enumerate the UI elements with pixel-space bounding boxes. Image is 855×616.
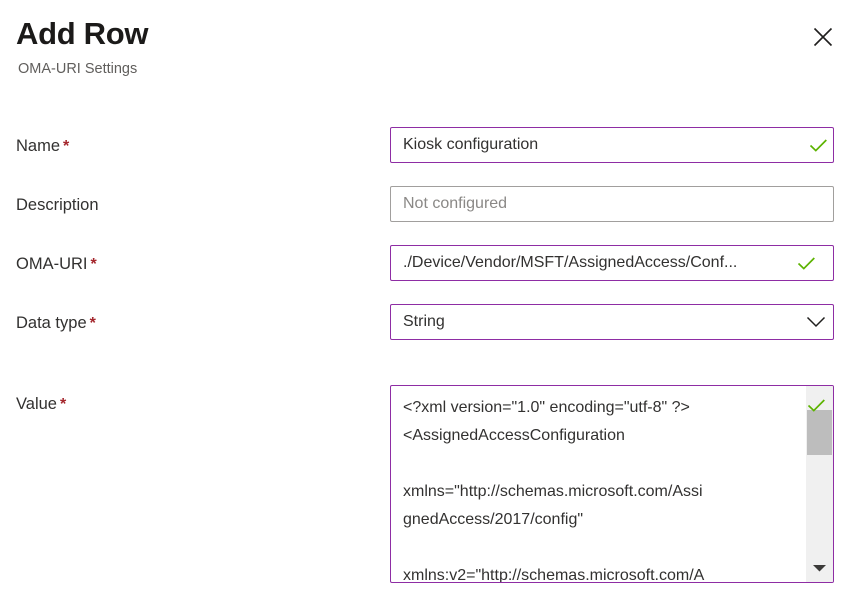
required-asterisk: * — [89, 315, 96, 332]
description-input-placeholder: Not configured — [403, 195, 508, 212]
data-type-label: Data type* — [16, 314, 96, 332]
close-icon — [812, 26, 834, 48]
description-input[interactable]: Not configured — [390, 186, 834, 222]
page-title: Add Row — [16, 16, 149, 51]
oma-uri-label: OMA-URI* — [16, 255, 97, 273]
oma-uri-input-value: ./Device/Vendor/MSFT/AssignedAccess/Conf… — [403, 254, 738, 271]
required-asterisk: * — [63, 138, 70, 155]
valid-check-icon — [795, 256, 817, 271]
name-input[interactable]: Kiosk configuration — [390, 127, 834, 163]
name-label: Name* — [16, 137, 70, 155]
oma-uri-input[interactable]: ./Device/Vendor/MSFT/AssignedAccess/Conf… — [390, 245, 834, 281]
panel-header: Add Row OMA-URI Settings — [16, 14, 839, 79]
page-subtitle: OMA-URI Settings — [18, 61, 138, 77]
required-asterisk: * — [59, 396, 67, 413]
value-textarea[interactable]: <?xml version="1.0" encoding="utf-8" ?> … — [390, 385, 834, 583]
data-type-select-value: String — [403, 313, 445, 330]
required-asterisk: * — [90, 256, 97, 273]
value-textarea-content[interactable]: <?xml version="1.0" encoding="utf-8" ?> … — [403, 399, 705, 582]
caret-down-icon[interactable] — [806, 558, 833, 578]
valid-check-icon — [803, 138, 833, 153]
data-type-select[interactable]: String — [390, 304, 834, 340]
name-input-value: Kiosk configuration — [403, 136, 539, 153]
chevron-down-icon[interactable] — [799, 316, 833, 328]
description-label: Description — [16, 196, 99, 214]
value-label: Value* — [16, 395, 67, 413]
scrollbar-thumb[interactable] — [807, 410, 832, 455]
value-textarea-scrollbar[interactable] — [806, 386, 833, 582]
valid-check-icon — [803, 394, 829, 416]
close-button[interactable] — [803, 18, 843, 56]
